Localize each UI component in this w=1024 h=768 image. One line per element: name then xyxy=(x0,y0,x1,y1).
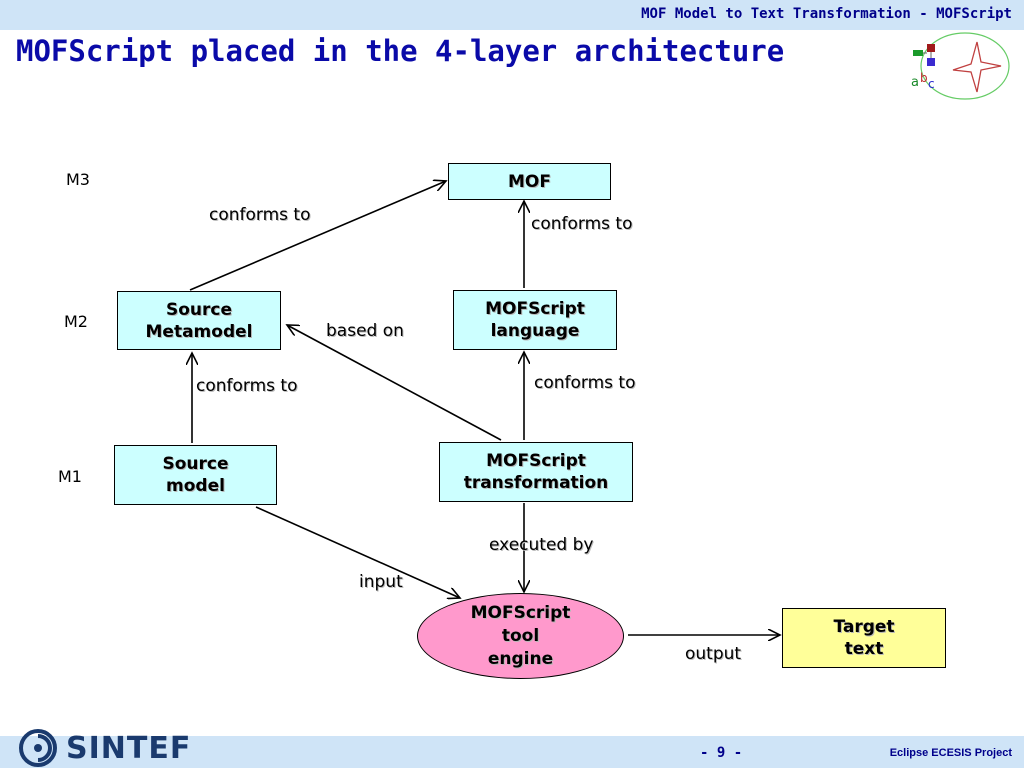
node-mofscript-language-label: MOFScript language xyxy=(485,299,585,341)
edge-label-output: output xyxy=(685,644,742,664)
footer-bar xyxy=(0,736,1024,768)
edge-label-language-conforms: conforms to xyxy=(531,214,633,234)
node-target-text: Target text xyxy=(782,608,946,668)
sintef-swirl-icon xyxy=(19,729,57,767)
mofscript-logo-icon: a b c xyxy=(911,32,1010,100)
page-title: MOFScript placed in the 4-layer architec… xyxy=(16,34,785,68)
svg-text:a: a xyxy=(911,75,919,90)
svg-text:c: c xyxy=(928,77,935,91)
layer-label-m2: M2 xyxy=(64,312,88,331)
arrow-transformation-to-metamodel xyxy=(287,325,502,441)
layer-label-m1: M1 xyxy=(58,467,82,486)
node-source-model-label: Source model xyxy=(162,454,229,496)
node-mofscript-transformation: MOFScript transformation xyxy=(439,442,633,502)
edge-label-input: input xyxy=(359,572,403,592)
edge-label-metamodel-conforms: conforms to xyxy=(209,205,311,225)
node-mof: MOF xyxy=(448,163,611,200)
arrow-metamodel-to-mof xyxy=(189,181,446,291)
edge-label-based-on: based on xyxy=(326,321,404,341)
layer-label-m3: M3 xyxy=(66,170,90,189)
svg-text:b: b xyxy=(920,71,928,85)
node-mofscript-transformation-label: MOFScript transformation xyxy=(463,451,609,493)
page-number: - 9 - xyxy=(700,745,743,761)
edge-label-model-conforms: conforms to xyxy=(196,376,298,396)
node-target-text-label: Target text xyxy=(833,617,895,659)
node-source-model: Source model xyxy=(114,445,277,505)
node-mofscript-engine: MOFScript tool engine xyxy=(417,593,624,679)
sintef-logo-text: SINTEF xyxy=(66,730,192,766)
arrow-model-to-engine xyxy=(255,506,460,598)
project-label: Eclipse ECESIS Project xyxy=(889,747,1012,759)
node-mofscript-language: MOFScript language xyxy=(453,290,617,350)
node-source-metamodel: Source Metamodel xyxy=(117,291,281,350)
node-mofscript-engine-label: MOFScript tool engine xyxy=(470,602,571,669)
edge-label-executed-by: executed by xyxy=(489,535,594,555)
edge-label-transformation-conforms: conforms to xyxy=(534,373,636,393)
sintef-logo: SINTEF xyxy=(18,728,191,768)
header-bar xyxy=(0,0,1024,30)
node-mof-label: MOF xyxy=(508,171,551,192)
node-source-metamodel-label: Source Metamodel xyxy=(145,299,253,342)
header-title: MOF Model to Text Transformation - MOFSc… xyxy=(641,6,1012,22)
